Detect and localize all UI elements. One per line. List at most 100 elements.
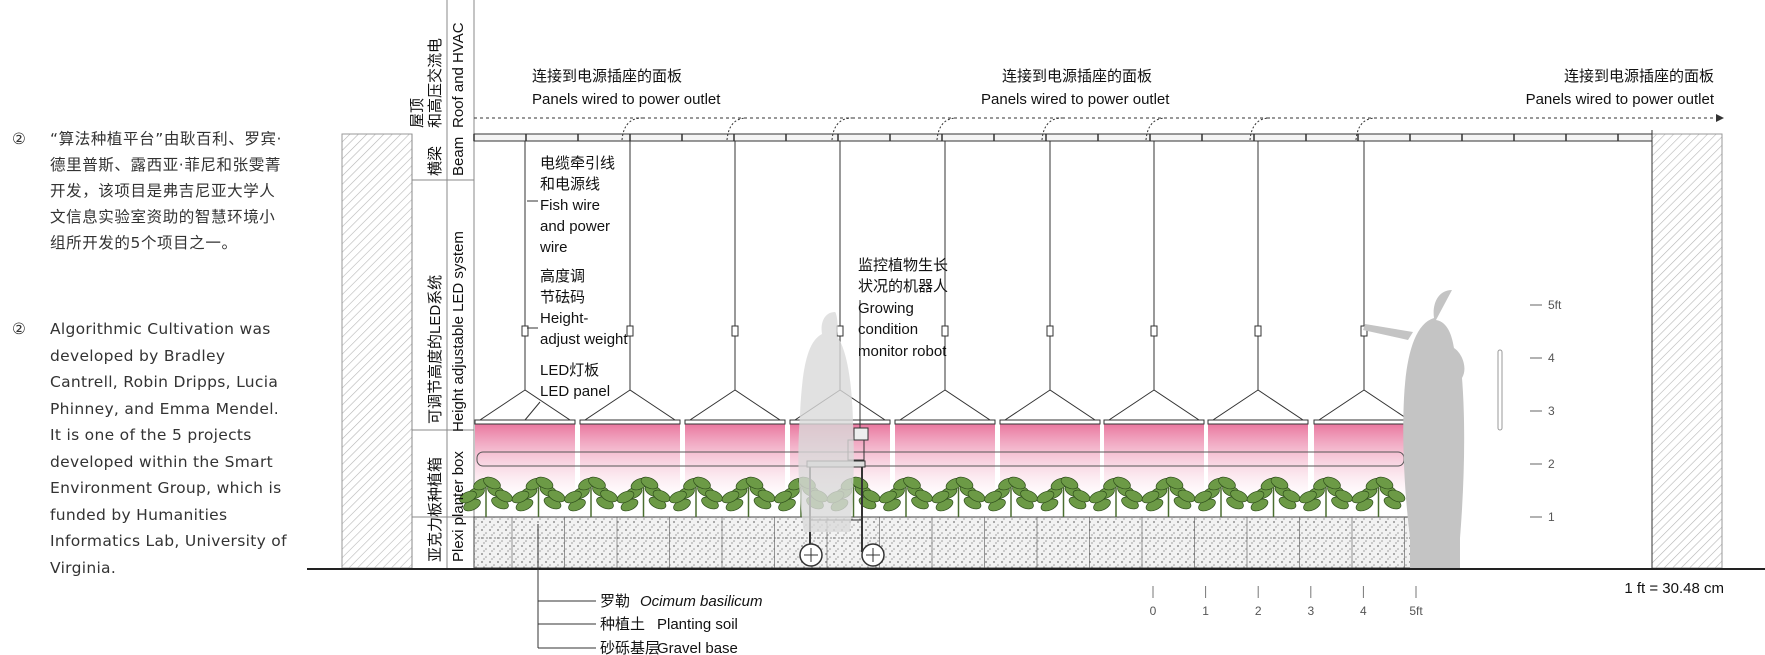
basil-leaf: [669, 490, 687, 504]
adjust-weight: [1046, 325, 1054, 337]
fish-cn2: 和电源线: [540, 176, 600, 193]
scale-label: 0: [1150, 604, 1157, 618]
planter-cn: 亚克力板种植箱: [426, 457, 444, 562]
basil-plant: [511, 476, 566, 568]
basil-leaf: [564, 490, 582, 504]
scale-label: 4: [1360, 604, 1367, 618]
basil-leaf: [931, 490, 950, 504]
basil-leaf: [1194, 490, 1212, 504]
basil-leaf: [1089, 490, 1107, 504]
layer-soil-en: Planting soil: [657, 616, 738, 633]
panels-en-1: Panels wired to power outlet: [532, 91, 721, 108]
height-5ft: 5ft: [1548, 298, 1562, 312]
weight-en2: adjust weight: [540, 331, 628, 348]
adjust-weight: [1150, 325, 1158, 337]
led-panel: [1103, 419, 1205, 425]
roof-cn1: 屋顶: [409, 98, 426, 128]
planter-en: Plexi planter box: [450, 451, 467, 562]
led-panel: [1313, 419, 1415, 425]
beam-cn: 横梁: [427, 146, 444, 176]
left-wall: [341, 133, 413, 569]
basil-leaf: [879, 490, 897, 504]
adjust-weight: [836, 325, 844, 337]
basil-plant: [721, 476, 776, 568]
led-leader: [524, 401, 541, 421]
panels-cn-2: 连接到电源插座的面板: [1002, 67, 1152, 85]
caption-number: ②: [12, 130, 27, 148]
basil-leaf: [1113, 476, 1131, 490]
basil-plant: [1141, 476, 1196, 568]
power-arc: [1355, 117, 1377, 141]
height-scale: 5ft 4 3 2 1: [1530, 298, 1562, 524]
robot-en3: monitor robot: [858, 343, 947, 360]
basil-leaf: [1141, 490, 1160, 504]
basil-leaf: [693, 476, 711, 490]
basil-leaf: [774, 490, 792, 504]
basil-leaf: [1351, 490, 1370, 504]
right-wall: [1651, 133, 1723, 569]
led-hanger: [688, 389, 782, 421]
fish-cn1: 电缆牵引线: [540, 155, 615, 172]
basil-leaf: [1323, 476, 1341, 490]
human-figure: [1363, 290, 1465, 568]
caption-english-text: Algorithmic Cultivation was developed by…: [50, 320, 287, 577]
unit-note: 1 ft = 30.48 cm: [1624, 580, 1724, 597]
layer-gravel-en: Gravel base: [657, 640, 738, 655]
power-arc: [1145, 117, 1167, 141]
led-panel: [999, 419, 1101, 425]
basil-plant: [1036, 476, 1091, 568]
basil-plant: [879, 476, 933, 568]
led-hanger: [1211, 389, 1305, 421]
led-panel: [894, 419, 996, 425]
planter-box: [473, 516, 1420, 569]
basil-plant: [1246, 476, 1301, 568]
caption-english: ② Algorithmic Cultivation was developed …: [12, 316, 287, 581]
basil-leaf: [984, 490, 1002, 504]
basil-plant: [1089, 476, 1143, 568]
weight-en1: Height-: [540, 310, 588, 327]
basil-leaf: [483, 476, 501, 490]
power-arc: [1041, 117, 1063, 141]
basil-leaf: [1299, 490, 1317, 504]
basil-leaf: [1218, 476, 1236, 490]
weight-cn1: 高度调: [540, 268, 585, 285]
basil-leaf: [588, 476, 606, 490]
basil-leaf: [511, 490, 530, 504]
basil-leaf: [1060, 476, 1079, 490]
layer-gravel-cn: 砂砾基层: [600, 640, 660, 655]
basil-leaf: [903, 476, 921, 490]
basil-leaf: [745, 476, 764, 490]
basil-leaf: [1008, 476, 1026, 490]
layer-basil-en: Ocimum basilicum: [640, 593, 763, 610]
basil-leaf: [459, 490, 477, 504]
adjust-weight: [1254, 325, 1262, 337]
led-hanger: [1317, 389, 1411, 421]
height-2: 2: [1548, 457, 1555, 471]
height-4: 4: [1548, 351, 1555, 365]
basil-plant: [564, 476, 618, 568]
basil-leaf: [721, 490, 740, 504]
basil-leaf: [1246, 490, 1265, 504]
panels-cn-1: 连接到电源插座的面板: [532, 67, 682, 85]
beam-en: Beam: [450, 137, 467, 176]
caption-number: ②: [12, 320, 27, 338]
led-panel-cn: LED灯板: [540, 361, 599, 379]
led-panel: [684, 419, 786, 425]
layer-soil-cn: 种植土: [600, 616, 645, 633]
roof-cn2: 和高压交流电: [426, 38, 444, 128]
basil-leaf: [640, 476, 659, 490]
beam: [473, 133, 1653, 142]
door-handle: [1497, 349, 1503, 431]
fish-en3: wire: [539, 239, 568, 256]
basil-plant: [1194, 476, 1248, 568]
height-3: 3: [1548, 404, 1555, 418]
led-panel-en: LED panel: [540, 383, 610, 400]
panels-cn-3: 连接到电源插座的面板: [1564, 67, 1714, 85]
basil-leaf: [1375, 476, 1394, 490]
scale-label: 2: [1255, 604, 1262, 618]
led-hanger: [1107, 389, 1201, 421]
basil-leaf: [1387, 489, 1406, 503]
weight-cn2: 节砝码: [540, 289, 585, 306]
basil-plant: [459, 476, 513, 568]
